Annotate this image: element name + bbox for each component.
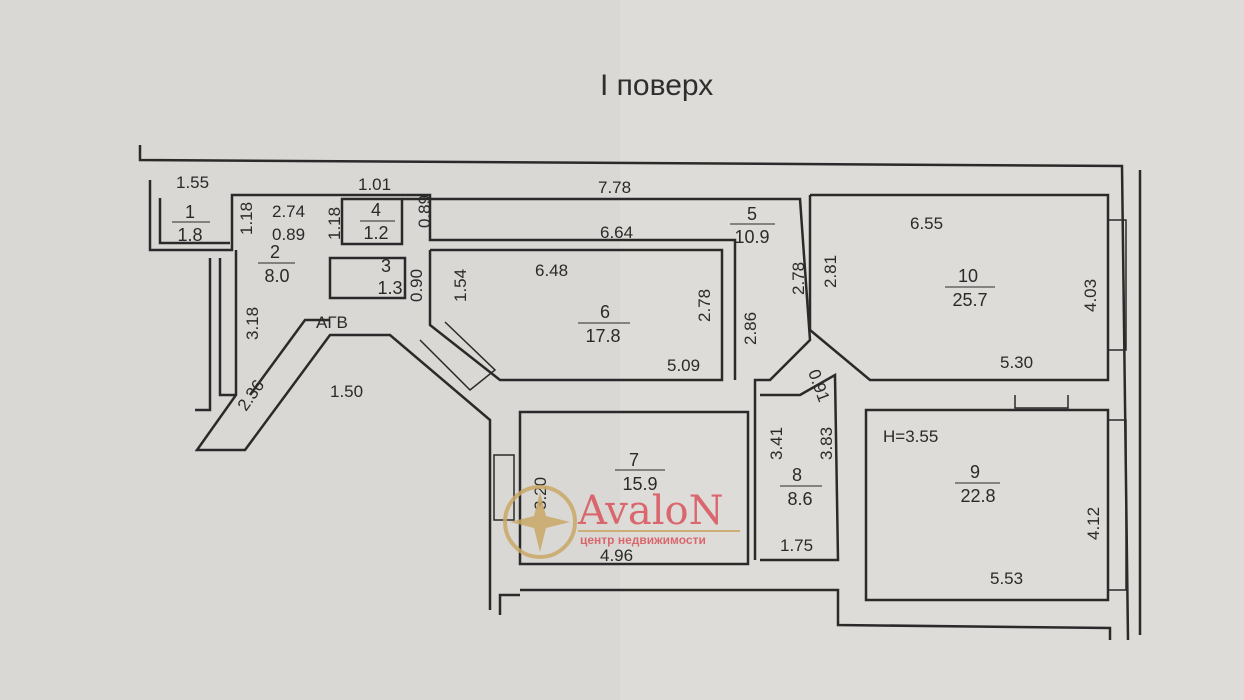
dimensions-d553: 5.53 bbox=[990, 569, 1023, 588]
rooms-3-area: 1.2 bbox=[363, 223, 388, 243]
rooms-5-area: 17.8 bbox=[585, 326, 620, 346]
dimensions-d089b: 0.89 bbox=[272, 225, 305, 244]
floor-title: I поверх bbox=[600, 69, 713, 102]
rooms-8-num: 9 bbox=[970, 462, 980, 482]
room-1: 11.8 bbox=[172, 202, 210, 245]
dimensions: 1.55 1.01 7.78 6.64 0.89 1.18 2.74 0.89 … bbox=[176, 173, 1103, 588]
rooms-5-num: 6 bbox=[600, 302, 610, 322]
dimensions-d101: 1.01 bbox=[358, 175, 391, 194]
dimensions-d089a: 0.89 bbox=[415, 195, 434, 228]
room-4: 41.2 bbox=[360, 200, 395, 243]
dimensions-d281: 2.81 bbox=[821, 255, 840, 288]
rooms-2-num: 3 bbox=[381, 256, 391, 276]
dimensions-d664: 6.64 bbox=[600, 223, 633, 242]
dimensions-d278b: 2.78 bbox=[789, 262, 808, 295]
rooms-7-num: 8 bbox=[792, 465, 802, 485]
room-10: 10 25.7 bbox=[945, 266, 995, 310]
dimensions-d175: 1.75 bbox=[780, 536, 813, 555]
dimensions-d274: 2.74 bbox=[272, 202, 305, 221]
rooms-9-num: 10 bbox=[958, 266, 978, 286]
room-5: 510.9 bbox=[730, 204, 775, 247]
dimensions-d341: 3.41 bbox=[767, 427, 786, 460]
rooms-0-area: 1.8 bbox=[177, 225, 202, 245]
dimensions-d530: 5.30 bbox=[1000, 353, 1033, 372]
room-labels: 11.8 28.0 31.3 41.2 510.9 617.8 715.9 88… bbox=[172, 200, 1000, 509]
dimensions-d155: 1.55 bbox=[176, 173, 209, 192]
dimensions-d509: 5.09 bbox=[667, 356, 700, 375]
dimensions-d090: 0.90 bbox=[407, 269, 426, 302]
rooms-8-area: 22.8 bbox=[960, 486, 995, 506]
room-2: 28.0 bbox=[258, 242, 295, 286]
rooms-4-area: 10.9 bbox=[734, 227, 769, 247]
room-8: 88.6 bbox=[780, 465, 822, 509]
dimensions-d496: 4.96 bbox=[600, 546, 633, 565]
rooms-3-num: 4 bbox=[371, 200, 381, 220]
rooms-0-num: 1 bbox=[185, 202, 195, 222]
dimensions-d154: 1.54 bbox=[451, 269, 470, 302]
rooms-7-area: 8.6 bbox=[787, 489, 812, 509]
dimensions-d278a: 2.78 bbox=[695, 289, 714, 322]
watermark-tagline: центр недвижимости bbox=[580, 533, 706, 547]
rooms-9-area: 25.7 bbox=[952, 290, 987, 310]
dimensions-d383: 3.83 bbox=[817, 427, 836, 460]
dimensions-d655: 6.55 bbox=[910, 214, 943, 233]
dimensions-d320: 3.20 bbox=[531, 477, 550, 510]
room-9: 922.8 bbox=[955, 462, 1000, 506]
room-3: 31.3 bbox=[377, 256, 402, 298]
rooms-6-num: 7 bbox=[629, 450, 639, 470]
rooms-4-num: 5 bbox=[747, 204, 757, 224]
dimensions-d286: 2.86 bbox=[741, 312, 760, 345]
room-6: 617.8 bbox=[578, 302, 630, 346]
dimensions-d118b: 1.18 bbox=[325, 207, 344, 240]
dimensions-d403: 4.03 bbox=[1081, 279, 1100, 312]
rooms-2-area: 1.3 bbox=[377, 278, 402, 298]
watermark-brand: AvaloN bbox=[577, 488, 724, 534]
dimensions-d118a: 1.18 bbox=[237, 202, 256, 235]
watermark: AvaloN центр недвижимости bbox=[503, 485, 740, 559]
rooms-1-num: 2 bbox=[270, 242, 280, 262]
compass-logo bbox=[503, 485, 577, 559]
dimensions-d150: 1.50 bbox=[330, 382, 363, 401]
dimensions-d318: 3.18 bbox=[243, 307, 262, 340]
walls bbox=[138, 145, 1142, 641]
rooms-1-area: 8.0 bbox=[264, 266, 289, 286]
agv-label: АГВ bbox=[316, 313, 348, 332]
rooms-6-area: 15.9 bbox=[622, 474, 657, 494]
dimensions-d412: 4.12 bbox=[1084, 507, 1103, 540]
dimensions-d648: 6.48 bbox=[535, 261, 568, 280]
room-7: 715.9 bbox=[615, 450, 665, 494]
ceiling-height: H=3.55 bbox=[883, 427, 938, 446]
dimensions-d778: 7.78 bbox=[598, 178, 631, 197]
